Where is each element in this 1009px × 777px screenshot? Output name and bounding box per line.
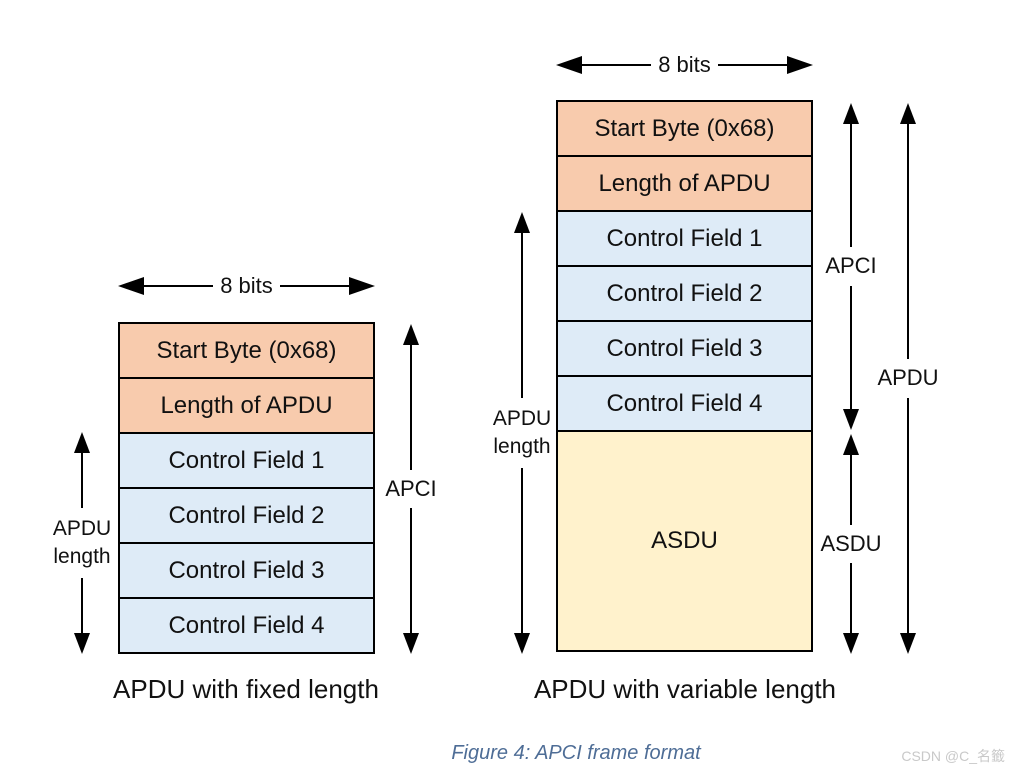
arrowhead-down-icon (843, 409, 859, 430)
frame-row-control-2: Control Field 2 (120, 489, 373, 544)
frame-row-control-2: Control Field 2 (558, 267, 811, 322)
frame-row-label: Control Field 3 (168, 556, 325, 584)
frame-row-label: Control Field 3 (606, 334, 763, 362)
arrow-line (521, 233, 523, 398)
frame-row-control-4: Control Field 4 (558, 377, 811, 432)
arrowhead-up-icon (843, 103, 859, 124)
frame-row-label: Control Field 1 (168, 446, 325, 474)
arrowhead-up-icon (514, 212, 530, 233)
arrow-line (582, 64, 652, 66)
right-apci-dimension-arrow: APCI (811, 103, 891, 430)
frame-row-control-3: Control Field 3 (558, 322, 811, 377)
frame-row-control-1: Control Field 1 (558, 212, 811, 267)
right-apdu-label: APDU (877, 365, 939, 391)
arrowhead-up-icon (403, 324, 419, 345)
frame-row-label: Length of APDU (160, 391, 333, 419)
frame-row-label: Start Byte (0x68) (594, 114, 775, 142)
left-apci-dimension-arrow: APCI (371, 324, 451, 654)
right-asdu-dimension-arrow: ASDU (811, 434, 891, 654)
arrow-line (850, 124, 852, 248)
frame-row-length: Length of APDU (120, 379, 373, 434)
arrow-line (850, 563, 852, 633)
right-apdu-length-label: APDU length (492, 406, 552, 458)
right-apci-label: APCI (825, 253, 877, 279)
figure-caption: Figure 4: APCI frame format (451, 742, 701, 764)
frame-row-label: ASDU (651, 527, 718, 554)
arrow-line (81, 578, 83, 633)
arrowhead-up-icon (900, 103, 916, 124)
right-diagram-caption: APDU with variable length (533, 674, 837, 704)
left-apdu-length-dimension-arrow: APDU length (44, 432, 120, 654)
left-frame-stack: Start Byte (0x68) Length of APDU Control… (118, 322, 375, 654)
frame-row-label: Control Field 4 (168, 611, 325, 639)
frame-row-control-4: Control Field 4 (120, 599, 373, 652)
frame-row-control-1: Control Field 1 (120, 434, 373, 489)
arrowhead-down-icon (843, 633, 859, 654)
frame-row-label: Control Field 2 (606, 279, 763, 307)
csdn-watermark: CSDN @C_名籤 (901, 748, 1005, 764)
arrow-line (850, 285, 852, 409)
left-apci-label: APCI (385, 475, 437, 501)
arrow-line (410, 508, 412, 633)
frame-row-label: Control Field 1 (606, 224, 763, 252)
right-apdu-length-dimension-arrow: APDU length (484, 212, 560, 654)
arrowhead-left-icon (556, 56, 582, 74)
arrowhead-right-icon (349, 277, 375, 295)
frame-row-length: Length of APDU (558, 157, 811, 212)
arrow-line (717, 64, 787, 66)
arrow-line (521, 468, 523, 633)
arrow-line (279, 285, 349, 287)
frame-row-start-byte: Start Byte (0x68) (120, 324, 373, 379)
frame-row-label: Start Byte (0x68) (156, 336, 337, 364)
arrow-line (907, 124, 909, 360)
arrow-line (144, 285, 214, 287)
arrowhead-down-icon (403, 633, 419, 654)
frame-row-start-byte: Start Byte (0x68) (558, 102, 811, 157)
frame-row-label: Length of APDU (598, 169, 771, 197)
right-asdu-label: ASDU (820, 530, 882, 556)
arrowhead-down-icon (514, 633, 530, 654)
right-frame-stack: Start Byte (0x68) Length of APDU Control… (556, 100, 813, 652)
frame-row-label: Control Field 2 (168, 501, 325, 529)
arrowhead-right-icon (787, 56, 813, 74)
left-8bits-label: 8 bits (220, 273, 273, 298)
frame-row-label: Control Field 4 (606, 389, 763, 417)
arrow-line (850, 455, 852, 525)
right-apdu-dimension-arrow: APDU (868, 103, 948, 654)
left-diagram-caption: APDU with fixed length (113, 674, 379, 704)
left-apdu-length-label: APDU length (52, 516, 112, 568)
arrowhead-up-icon (74, 432, 90, 453)
arrowhead-down-icon (900, 633, 916, 654)
arrow-line (81, 453, 83, 508)
arrowhead-down-icon (74, 633, 90, 654)
frame-row-control-3: Control Field 3 (120, 544, 373, 599)
arrow-line (907, 397, 909, 633)
arrowhead-left-icon (118, 277, 144, 295)
arrow-line (410, 345, 412, 470)
frame-row-asdu: ASDU (558, 432, 811, 650)
right-8bits-dimension-arrow: 8 bits (556, 53, 813, 77)
arrowhead-up-icon (843, 434, 859, 455)
right-8bits-label: 8 bits (658, 52, 711, 77)
left-8bits-dimension-arrow: 8 bits (118, 274, 375, 298)
